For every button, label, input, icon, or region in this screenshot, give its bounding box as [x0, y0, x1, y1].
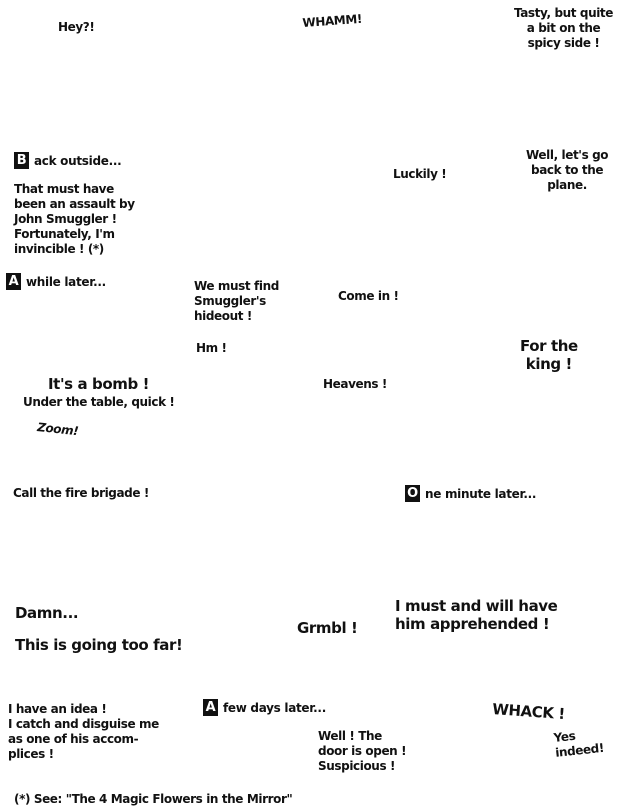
speech-under-table: Under the table, quick ! [23, 395, 175, 409]
caption-initial: A [203, 699, 218, 716]
caption-text: few days later... [223, 701, 326, 715]
caption-initial: A [6, 273, 21, 290]
speech-too-far: This is going too far! [15, 636, 183, 654]
speech-tasty: Tasty, but quite a bit on the spicy side… [514, 6, 614, 50]
sound-effect-whack: WHACK ! [491, 700, 566, 724]
caption-text: while later... [26, 275, 106, 289]
speech-hey: Hey?! [58, 20, 95, 34]
speech-must-find: We must find Smuggler's hideout ! [194, 279, 279, 323]
caption-text: ne minute later... [425, 487, 537, 501]
sound-effect-zoom: Zoom! [36, 420, 79, 439]
caption-initial: O [405, 485, 420, 502]
speech-come-in: Come in ! [338, 289, 399, 303]
speech-fire-brigade: Call the fire brigade ! [13, 486, 149, 500]
footnote: (*) See: "The 4 Magic Flowers in the Mir… [14, 792, 293, 806]
speech-apprehended: I must and will have him apprehended ! [395, 597, 558, 633]
speech-grmbl: Grmbl ! [297, 619, 358, 637]
speech-assault: That must have been an assault by John S… [14, 182, 135, 256]
speech-door-open: Well ! The door is open ! Suspicious ! [318, 729, 407, 773]
speech-heavens: Heavens ! [323, 377, 387, 391]
speech-bomb: It's a bomb ! [48, 375, 150, 393]
caption-initial: B [14, 152, 29, 169]
speech-yes-indeed: Yes indeed! [553, 728, 605, 760]
speech-damn: Damn... [15, 604, 79, 622]
speech-luckily: Luckily ! [393, 167, 447, 181]
sound-effect-whamm: WHAMM! [302, 11, 363, 30]
speech-for-the-king: For the king ! [520, 337, 578, 373]
speech-lets-go: Well, let's go back to the plane. [526, 148, 609, 192]
speech-hm: Hm ! [196, 341, 227, 355]
speech-idea: I have an idea ! I catch and disguise me… [8, 702, 159, 761]
caption-text: ack outside... [34, 154, 122, 168]
